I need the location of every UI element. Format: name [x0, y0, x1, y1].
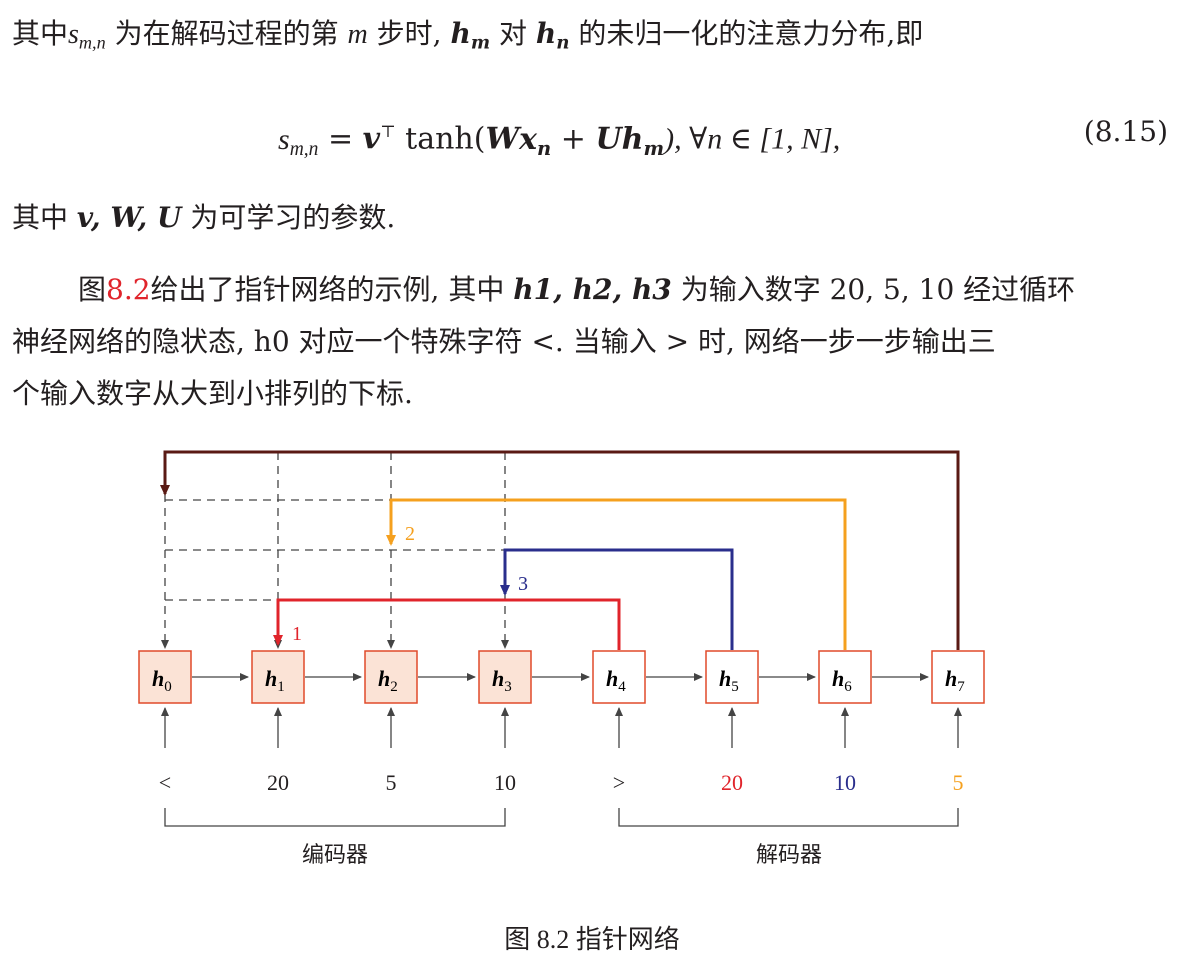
input-label: 10	[494, 770, 516, 795]
equation-number: (8.15)	[1083, 115, 1168, 148]
input-label: <	[159, 770, 171, 795]
text: 为在解码过程的第	[114, 17, 339, 50]
text: 图	[78, 273, 107, 306]
svg-text:h5: h5	[719, 666, 739, 695]
eq-h: hm	[621, 121, 665, 160]
text: 其中	[12, 17, 69, 50]
eq-W: W	[485, 121, 520, 157]
text-line-2: 其中 v, W, U 为可学习的参数.	[12, 198, 395, 238]
math-params: v, W, U	[76, 201, 182, 234]
eq-lhs: sm,n	[278, 122, 319, 160]
svg-text:h2: h2	[378, 666, 398, 695]
text: 为可学习的参数.	[190, 201, 396, 234]
math-h123: 1, h2, h3	[533, 273, 672, 306]
pointer-arrow-h6-h2	[386, 498, 847, 650]
svg-text:h0: h0	[152, 666, 172, 695]
math-m: m	[347, 19, 368, 50]
eq-U: U	[595, 121, 622, 157]
node-h1: h1	[251, 650, 305, 704]
math-h: h	[513, 273, 534, 306]
math-hn: hn	[535, 17, 570, 54]
pointer-network-figure: 1 2 3 h0 h1 h2 h3 h4	[138, 450, 985, 954]
input-label: 5	[386, 770, 397, 795]
pointer-arrow-h5-h3	[500, 548, 734, 650]
input-label: >	[613, 770, 625, 795]
svg-text:h3: h3	[492, 666, 512, 695]
pointer-arrow-h7-h0	[160, 450, 960, 650]
input-arrows	[161, 707, 962, 748]
text-line-3: 图8.2给出了指针网络的示例, 其中 h1, h2, h3 为输入数字 20, …	[78, 270, 1075, 310]
eq-v: v	[362, 121, 381, 157]
node-h2: h2	[364, 650, 418, 704]
output-label: 10	[834, 770, 856, 795]
figure-caption: 图 8.2 指针网络	[504, 925, 680, 954]
node-h7: h7	[931, 650, 985, 704]
math-hm: hm	[450, 17, 491, 54]
node-h3: h3	[478, 650, 532, 704]
text: 对	[499, 17, 528, 50]
text: 其中	[12, 201, 69, 234]
encoder-bracket	[164, 808, 506, 827]
attention-dashed-lines	[161, 452, 509, 649]
eq-sign: =	[327, 121, 354, 157]
text-line-4: 神经网络的隐状态, h0 对应一个特殊字符 <. 当输入 > 时, 网络一步一步…	[12, 325, 996, 358]
text-line-1: 其中sm,n 为在解码过程的第 m 步时, hm 对 hn 的未归一化的注意力分…	[12, 14, 923, 63]
text: 给出了指针网络的示例, 其中	[150, 273, 505, 306]
output-label: 5	[953, 770, 964, 795]
node-h0: h0	[138, 650, 192, 704]
svg-text:h4: h4	[606, 666, 626, 695]
svg-text:h7: h7	[945, 666, 965, 695]
decoder-label: 解码器	[756, 842, 822, 867]
pointer-label-3: 3	[518, 573, 528, 595]
pointer-label-2: 2	[405, 523, 415, 545]
eq-tail: ), ∀n ∈ [1, N],	[664, 122, 841, 156]
node-h4: h4	[592, 650, 646, 704]
figure-ref-link[interactable]: 8.2	[106, 273, 151, 306]
equation-8-15: sm,n = v⊤ tanh(Wxn + Uhm), ∀n ∈ [1, N],	[278, 112, 840, 169]
pointer-label-1: 1	[292, 623, 302, 645]
decoder-bracket	[618, 808, 959, 827]
node-h6: h6	[818, 650, 872, 704]
eq-plus: +	[560, 121, 586, 157]
text: 步时,	[376, 17, 442, 50]
node-h5: h5	[705, 650, 759, 704]
eq-x: xn	[519, 121, 552, 160]
eq-tanh: tanh(	[405, 121, 486, 157]
svg-text:h1: h1	[265, 666, 285, 695]
eq-transpose: ⊤	[380, 122, 396, 141]
pointer-arrow-h4-h1	[273, 598, 621, 650]
output-label: 20	[721, 770, 743, 795]
text-line-5: 个输入数字从大到小排列的下标.	[12, 377, 413, 410]
math-s: sm,n	[68, 19, 106, 53]
text: 为输入数字 20, 5, 10 经过循环	[680, 273, 1076, 306]
input-labels: < 20 5 10 > 20 10 5	[159, 770, 964, 795]
svg-text:h6: h6	[832, 666, 852, 695]
text: 的未归一化的注意力分布,即	[578, 17, 924, 50]
input-label: 20	[267, 770, 289, 795]
encoder-label: 编码器	[302, 842, 368, 867]
